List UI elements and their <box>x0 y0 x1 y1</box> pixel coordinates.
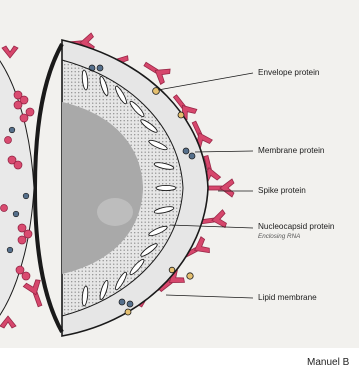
label-lipid-membrane: Lipid membrane <box>258 293 317 302</box>
label-nucleocapsid-note: Enclosing RNA <box>258 233 300 240</box>
label-envelope-protein: Envelope protein <box>258 68 319 77</box>
illustrator-credit: Manuel B <box>307 357 349 368</box>
core-highlight <box>97 198 133 226</box>
envelope-protein <box>187 273 193 279</box>
envelope-protein <box>178 112 184 118</box>
label-membrane-protein: Membrane protein <box>258 146 324 155</box>
envelope-protein <box>153 88 160 95</box>
envelope-protein <box>125 309 131 315</box>
label-spike-protein: Spike protein <box>258 186 306 195</box>
envelope-protein <box>169 267 175 273</box>
label-nucleocapsid-protein: Nucleocapsid protein <box>258 222 334 231</box>
